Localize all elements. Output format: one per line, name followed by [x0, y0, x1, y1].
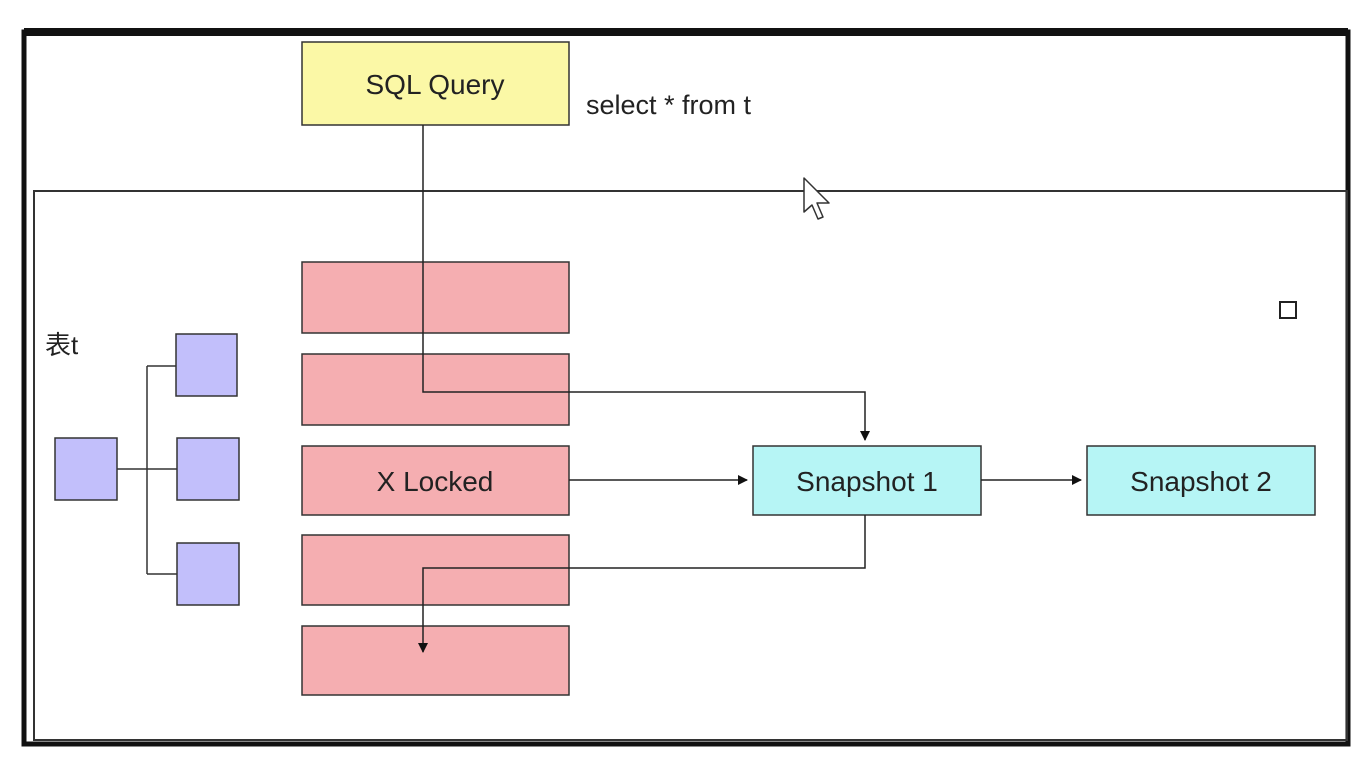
mouse-pointer-icon	[803, 177, 830, 220]
index-child-node-1[interactable]	[175, 333, 238, 397]
square-handle-icon[interactable]	[1279, 301, 1297, 319]
sql-query-label: SQL Query	[365, 69, 504, 100]
inner-canvas-frame	[33, 190, 1348, 741]
snapshot-1-box[interactable]	[752, 445, 982, 516]
data-row-3-label: X Locked	[377, 466, 494, 497]
data-row-5[interactable]	[301, 625, 570, 696]
index-tree-connector	[117, 365, 177, 575]
data-row-2[interactable]	[301, 353, 570, 426]
table-label: 表t	[45, 330, 79, 360]
snapshot-1-label: Snapshot 1	[796, 466, 938, 497]
index-child-node-2[interactable]	[176, 437, 240, 501]
data-row-3-locked[interactable]	[301, 445, 570, 516]
data-row-4[interactable]	[301, 534, 570, 606]
snapshot-2-box[interactable]	[1086, 445, 1316, 516]
snapshot-to-row-arrow	[418, 515, 866, 653]
sql-query-box[interactable]	[301, 41, 570, 126]
sql-statement-text: select * from t	[586, 90, 752, 120]
index-child-node-3[interactable]	[176, 542, 240, 606]
snapshot-2-label: Snapshot 2	[1130, 466, 1272, 497]
query-to-snapshot-arrow	[422, 125, 870, 441]
index-root-node[interactable]	[54, 437, 118, 501]
data-row-1[interactable]	[301, 261, 570, 334]
